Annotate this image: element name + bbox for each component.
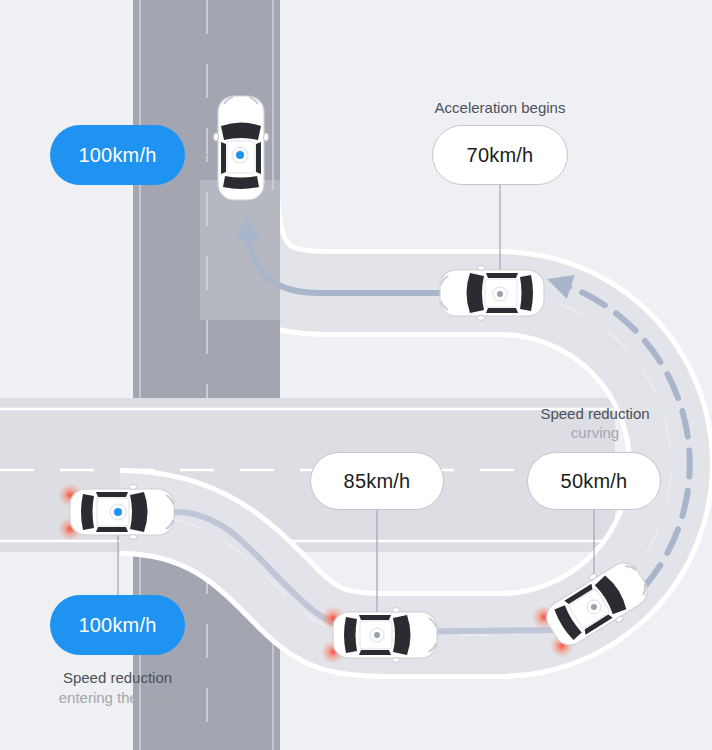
caption-note: entering the ramp (59, 689, 177, 706)
car-braking (527, 552, 656, 663)
car (440, 266, 544, 321)
leader-lines (118, 155, 594, 634)
speed-value: 100km/h (78, 144, 156, 167)
speed-badge: 100km/hSpeed reductionentering the ramp (50, 595, 185, 655)
speed-bubble: 50km/h (527, 452, 661, 510)
main-road-vertical-top (133, 0, 280, 398)
car-braking (321, 606, 437, 664)
speed-value: 70km/h (467, 144, 534, 167)
tracking-dots (110, 147, 601, 642)
caption-heading: Acceleration begins (435, 99, 566, 116)
car (214, 96, 269, 200)
speed-value: 100km/h (78, 614, 156, 637)
speed-value: 50km/h (561, 470, 628, 493)
annotation-heading: Speed reduction (540, 405, 649, 422)
speed-badge: 100km/h (50, 125, 185, 185)
annotation-note: curving (571, 424, 619, 441)
speed-bubble: 70km/hAcceleration begins (432, 125, 568, 185)
speed-bubble: 85km/h (310, 452, 444, 510)
main-road-horizontal (0, 398, 615, 552)
caption-heading: Speed reduction (63, 669, 172, 686)
speed-value: 85km/h (344, 470, 411, 493)
car-braking (58, 483, 174, 541)
